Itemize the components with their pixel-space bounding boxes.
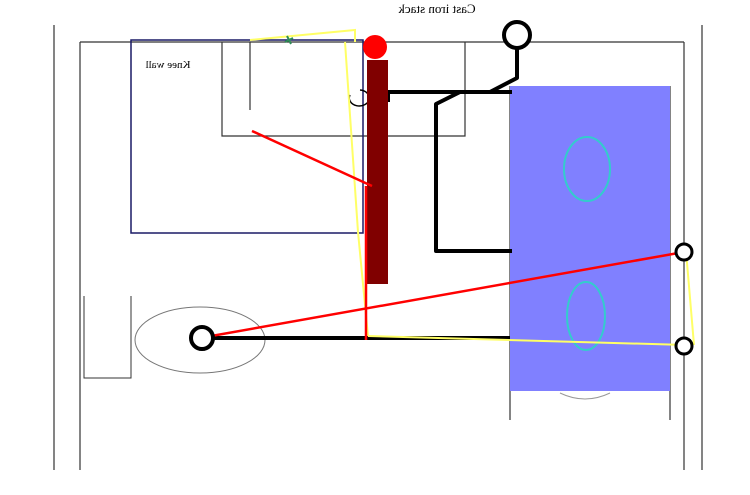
floor-drain-circle [189,325,215,351]
red-line-diagonal-top [251,129,373,188]
red-line-long [199,250,685,340]
red-lines [199,129,685,340]
tub-bottom-right-circle [674,336,694,356]
pipe-ends [189,20,694,356]
vent-top-circle [502,20,532,50]
tub-oval-top [563,136,611,202]
tub-oval-bottom [566,281,606,351]
pencil-mark [284,35,294,45]
knee-wall-label: Knee wall [146,59,191,71]
cast-iron-stack [367,60,388,284]
stack-cap [363,35,387,59]
bathtub [510,86,670,391]
yellow-lines [249,28,695,346]
stack-connector [348,89,371,107]
toilet-stub [83,296,132,379]
vanity-outline [221,42,466,137]
knee-wall-box [130,39,364,234]
tub-drain-pipe [434,90,512,253]
tub-drain-arc [559,392,611,400]
tub-top-right-circle [674,242,694,262]
top-label: Cast iron stack [398,1,476,16]
